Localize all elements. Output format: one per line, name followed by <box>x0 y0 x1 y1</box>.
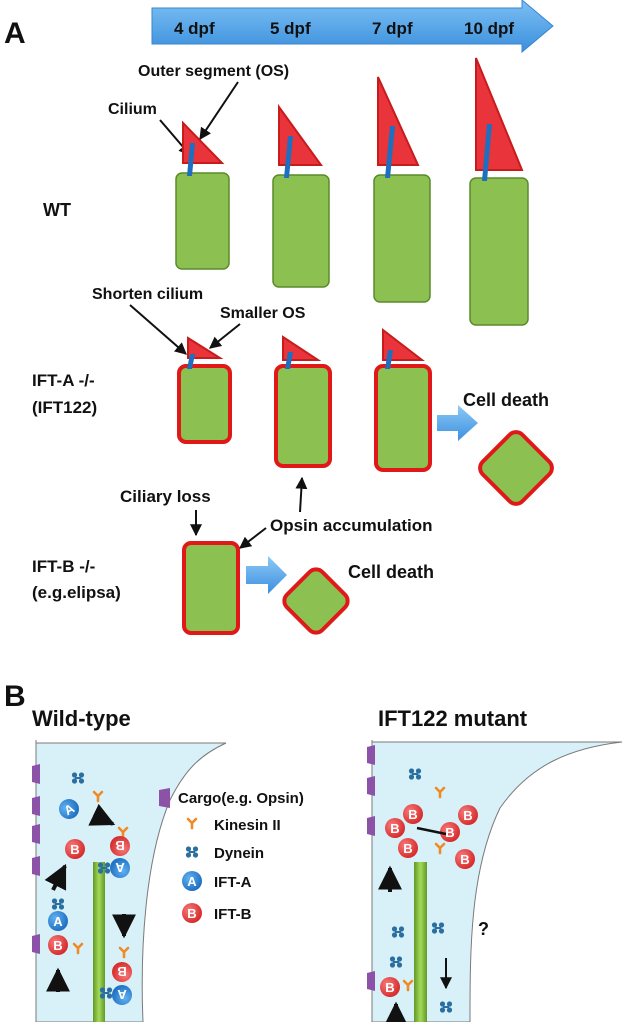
wt-flow-arrow-right <box>88 803 116 826</box>
wt-cargo-3 <box>32 824 40 844</box>
svg-text:B: B <box>403 841 412 856</box>
legend-cargo-label: Cargo(e.g. Opsin) <box>178 790 304 807</box>
mutant-cargo-2 <box>367 776 375 796</box>
wild-type-title: Wild-type <box>32 706 131 731</box>
mutant-ift-b-6: B <box>455 849 475 869</box>
svg-text:B: B <box>187 906 196 921</box>
mutant-ift-b-5: B <box>440 822 460 842</box>
legend-dynein-icon <box>184 845 200 859</box>
ift-b-label: IFT-B -/- <box>32 557 95 576</box>
wt-cargo-5 <box>32 934 40 954</box>
legend-ift-b-icon: B <box>182 903 202 923</box>
legend-ift-a-icon: A <box>182 871 202 891</box>
wt-ift-b-2: B <box>65 839 85 859</box>
timeline-label-5dpf: 5 dpf <box>270 19 311 38</box>
svg-text:B: B <box>460 852 469 867</box>
wt-cell-4dpf <box>175 120 230 270</box>
panel-b-label: B <box>4 680 26 713</box>
ift-a-gene-label: (IFT122) <box>32 398 97 417</box>
wt-ift-a-4: A <box>112 985 132 1005</box>
svg-text:B: B <box>445 825 454 840</box>
mutant-cargo-4 <box>367 971 375 991</box>
wt-cell-5dpf <box>272 103 330 288</box>
mutant-cargo-3 <box>367 816 375 836</box>
wt-cargo-1 <box>32 764 40 784</box>
ift-a-label: IFT-A -/- <box>32 371 95 390</box>
svg-text:B: B <box>115 838 124 853</box>
legend-kinesin-label: Kinesin II <box>214 817 281 834</box>
wt-ift-b-3: B <box>48 935 68 955</box>
mutant-ift-b-2: B <box>403 804 423 824</box>
cell-death-label-2: Cell death <box>348 562 434 582</box>
wt-flow-arrow-up-left <box>44 863 67 891</box>
mutant-ift-b-1: B <box>385 818 405 838</box>
mutant-ift-b-4: B <box>458 805 478 825</box>
cell-death-label-1: Cell death <box>463 390 549 410</box>
question-mark: ? <box>478 919 489 939</box>
shorten-cilium-label: Shorten cilium <box>92 286 203 303</box>
timeline-label-10dpf: 10 dpf <box>464 19 514 38</box>
svg-text:B: B <box>390 821 399 836</box>
timeline-arrow <box>151 0 554 54</box>
wt-ift-b-4: B <box>112 962 132 982</box>
svg-text:A: A <box>115 860 125 875</box>
legend: Cargo(e.g. Opsin) Kinesin II Dynein A IF… <box>159 788 304 923</box>
mutant-cargo-1 <box>367 745 375 765</box>
svg-text:A: A <box>117 987 127 1002</box>
ciliary-loss-label: Ciliary loss <box>120 487 211 506</box>
wt-ift-b-1: B <box>110 836 130 856</box>
mutant-ift-b-7: B <box>380 977 400 997</box>
ift-a-cell-4dpf <box>177 336 232 444</box>
timeline-label-4dpf: 4 dpf <box>174 19 215 38</box>
legend-kinesin-icon <box>186 817 198 830</box>
wt-ift-a-3: A <box>48 911 68 931</box>
svg-text:B: B <box>385 980 394 995</box>
legend-ift-a-label: IFT-A <box>214 874 252 891</box>
cell-death-arrow-1 <box>437 405 478 441</box>
opsin-accumulation-label: Opsin accumulation <box>270 516 432 535</box>
legend-dynein-label: Dynein <box>214 845 264 862</box>
mutant-title: IFT122 mutant <box>378 706 528 731</box>
wt-cytoplasm <box>35 740 227 1022</box>
ift-b-cell <box>182 541 240 635</box>
svg-text:A: A <box>187 874 197 889</box>
svg-text:A: A <box>53 914 63 929</box>
svg-text:B: B <box>463 808 472 823</box>
wt-ift-a-1: A <box>59 799 79 819</box>
panel-a-label: A <box>4 17 26 50</box>
legend-ift-b-label: IFT-B <box>214 906 252 923</box>
cilium-label: Cilium <box>108 101 157 118</box>
wt-cell-7dpf <box>373 76 431 303</box>
dead-cell-1 <box>478 430 554 506</box>
ift-b-gene-label: (e.g.elipsa) <box>32 583 121 602</box>
dead-cell-2 <box>282 567 350 635</box>
os-pointer-arrow <box>199 81 239 140</box>
wt-cargo-4 <box>32 856 40 876</box>
svg-text:B: B <box>53 938 62 953</box>
wt-cell-10dpf <box>469 57 529 326</box>
mutant-ift-b-3: B <box>398 838 418 858</box>
wt-axoneme <box>93 862 105 1022</box>
mutant-flow-line <box>416 826 447 836</box>
wt-cargo-2 <box>32 796 40 816</box>
outer-segment-label: Outer segment (OS) <box>138 63 289 80</box>
opsin-pointer-left <box>239 527 267 549</box>
legend-cargo-icon <box>159 788 170 808</box>
mutant-cytoplasm <box>371 740 623 1022</box>
svg-text:B: B <box>117 964 126 979</box>
svg-text:B: B <box>408 807 417 822</box>
shorten-cilium-pointer <box>129 304 187 355</box>
timeline-label-7dpf: 7 dpf <box>372 19 413 38</box>
cell-death-arrow-2 <box>246 556 287 594</box>
wt-label: WT <box>43 200 71 220</box>
smaller-os-label: Smaller OS <box>220 305 306 322</box>
smaller-os-pointer <box>209 323 241 349</box>
svg-text:B: B <box>70 842 79 857</box>
ift-a-cell-7dpf <box>374 327 432 472</box>
wt-ift-a-2: A <box>110 858 130 878</box>
ift-a-cell-5dpf <box>274 335 332 468</box>
opsin-pointer-up <box>295 476 308 513</box>
mutant-axoneme <box>414 862 427 1022</box>
